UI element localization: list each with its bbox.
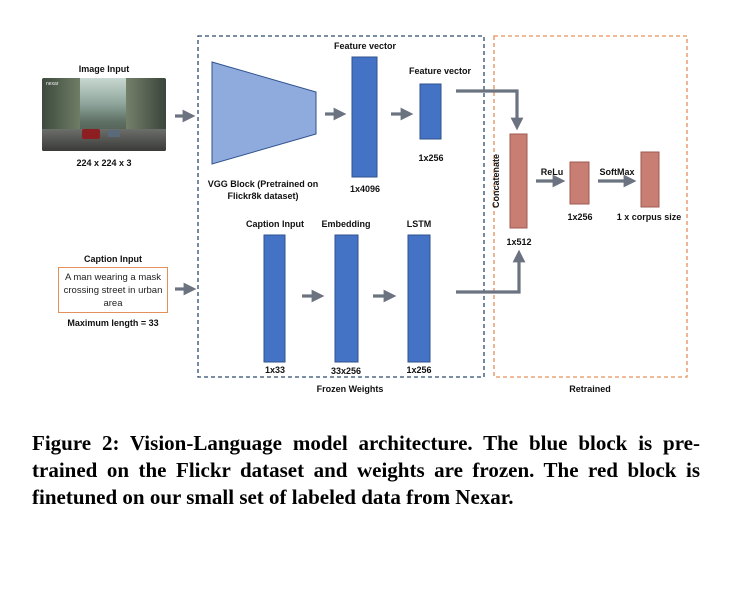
caption-text: A man wearing a mask crossing street in … — [63, 272, 163, 309]
max-length-label: Maximum length = 33 — [67, 318, 159, 328]
feature-vector-mid-label: Feature vector — [408, 66, 472, 76]
caption-text-box: A man wearing a mask crossing street in … — [58, 267, 168, 313]
retrained-region — [493, 35, 688, 378]
image-input-title: Image Input — [78, 64, 130, 74]
vgg-block — [211, 61, 317, 165]
relu-label: ReLu — [540, 167, 564, 177]
corpus-size-label: 1 x corpus size — [616, 212, 682, 222]
softmax-label: SoftMax — [599, 167, 635, 177]
concatenate-block — [509, 133, 528, 229]
caption-input-title: Caption Input — [84, 254, 142, 264]
arrow-feature-to-concat — [456, 89, 524, 131]
softmax-block — [640, 151, 660, 208]
dim-256-top-label: 1x256 — [418, 153, 444, 163]
arrow-lstm-to-concat — [456, 249, 526, 294]
lstm-label: LSTM — [406, 219, 432, 229]
retrained-label: Retrained — [569, 384, 611, 394]
caption-input-block — [263, 234, 286, 363]
dim-256-relu-label: 1x256 — [567, 212, 593, 222]
image-dims-label: 224 x 224 x 3 — [76, 158, 132, 168]
frozen-weights-label: Frozen Weights — [316, 384, 384, 394]
embedding-block — [334, 234, 359, 363]
feature-256-block — [419, 83, 442, 140]
dim-512-label: 1x512 — [506, 237, 532, 247]
figure-caption: Figure 2: Vision-Language model architec… — [32, 431, 700, 509]
frozen-region — [197, 35, 485, 378]
dim-4096-label: 1x4096 — [349, 184, 381, 194]
dim-256-lstm-label: 1x256 — [406, 365, 432, 375]
feature-4096-block — [351, 56, 378, 178]
dim-33-label: 1x33 — [264, 365, 286, 375]
caption-input-inner-label: Caption Input — [246, 219, 304, 229]
lstm-block — [407, 234, 431, 363]
architecture-diagram — [175, 35, 688, 378]
relu-block — [569, 161, 590, 205]
dim-33x256-label: 33x256 — [330, 366, 362, 376]
street-photo: nexar — [42, 78, 166, 151]
vgg-label: VGG Block (Pretrained on Flickr8k datase… — [207, 179, 319, 201]
embedding-label: Embedding — [321, 219, 371, 229]
feature-vector-top-label: Feature vector — [333, 41, 397, 51]
concatenate-label: Concatenate — [491, 154, 501, 209]
